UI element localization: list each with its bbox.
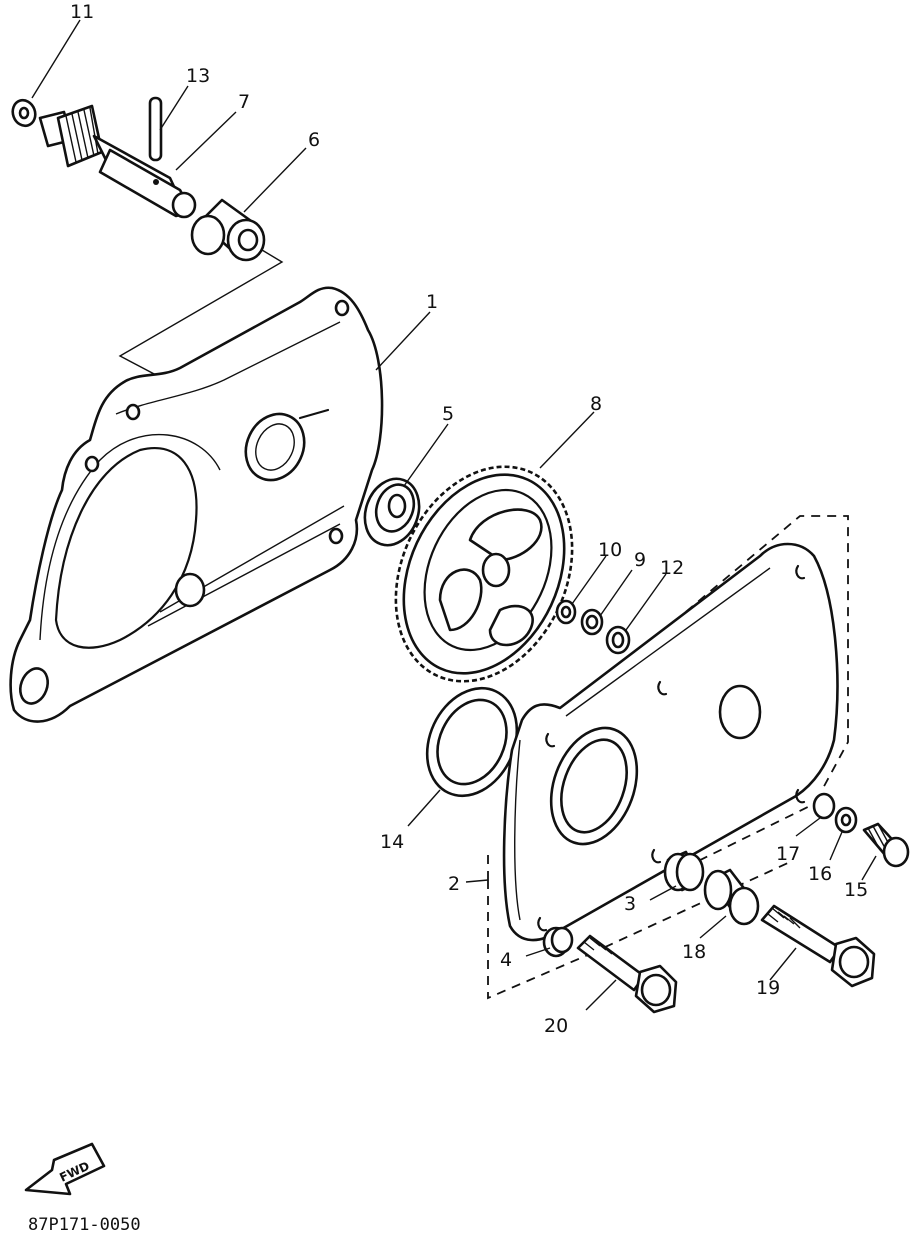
leader-lines (31, 19, 877, 1011)
label-17: 17 (776, 843, 800, 865)
forward-direction-arrow: FWD (24, 1142, 106, 1196)
part-1-gear-case-cover (9, 286, 384, 723)
part-13-pin (148, 96, 163, 162)
reference-line-shaft (118, 249, 284, 377)
part-6-bushing (190, 198, 266, 262)
label-9: 9 (634, 549, 646, 571)
label-15: 15 (844, 879, 868, 901)
part-2-front-cover (502, 542, 839, 942)
part-19-bolt (760, 904, 876, 988)
part-12-circlip (605, 625, 631, 655)
label-12: 12 (660, 557, 684, 579)
part-11-washer (11, 98, 37, 128)
part-15-screw (862, 822, 910, 868)
label-10: 10 (598, 539, 622, 561)
part-9-washer (580, 608, 604, 636)
label-7: 7 (238, 91, 250, 113)
part-17-washer (812, 792, 836, 820)
part-3-dowel (663, 850, 705, 892)
part-5-bearing (363, 477, 421, 547)
label-19: 19 (756, 977, 780, 999)
label-20: 20 (544, 1015, 568, 1037)
diagram-code: 87P171-0050 (28, 1215, 141, 1235)
part-14-o-ring (425, 686, 519, 798)
label-11: 11 (70, 1, 94, 23)
part-2-assembly-boundary (487, 515, 849, 1000)
label-16: 16 (808, 863, 832, 885)
label-13: 13 (186, 65, 210, 87)
label-3: 3 (624, 893, 636, 915)
part-4-dowel (542, 926, 574, 958)
label-14: 14 (380, 831, 404, 853)
part-10-washer (555, 599, 577, 625)
label-2: 2 (448, 873, 460, 895)
label-5: 5 (442, 403, 454, 425)
part-18-collar (703, 868, 760, 926)
part-8-gear (394, 465, 574, 683)
label-6: 6 (308, 129, 320, 151)
label-4: 4 (500, 949, 512, 971)
label-8: 8 (590, 393, 602, 415)
part-16-washer (834, 806, 858, 834)
part-20-bolt (576, 934, 678, 1014)
part-7-worm-shaft (38, 104, 197, 219)
label-18: 18 (682, 941, 706, 963)
label-1: 1 (426, 291, 438, 313)
part-labels: 11 13 7 6 1 5 8 10 9 12 14 2 3 4 20 18 1… (70, 1, 868, 1037)
